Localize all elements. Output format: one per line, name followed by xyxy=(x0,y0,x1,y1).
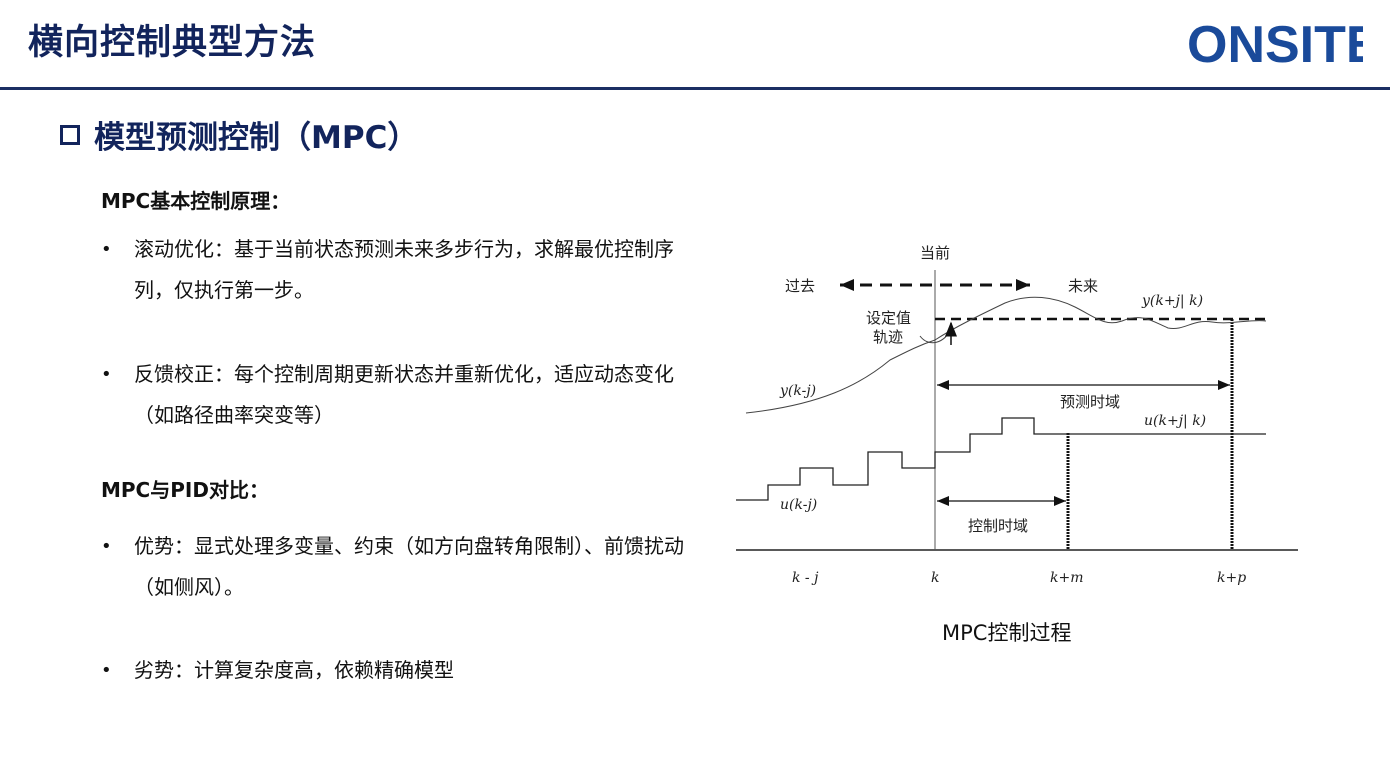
list-item-text: 优势：显式处理多变量、约束（如方向盘转角限制）、前馈扰动（如侧风）。 xyxy=(134,534,684,599)
arrow-left-icon xyxy=(840,279,854,291)
label-setpoint: 设定值 xyxy=(866,309,911,327)
tick-label: k xyxy=(931,570,939,586)
output-curve xyxy=(745,296,1267,414)
page-title: 横向控制典型方法 xyxy=(28,23,317,63)
section-heading: 模型预测控制（MPC） xyxy=(60,112,418,157)
list-item: • 反馈校正：每个控制周期更新状态并重新优化，适应动态变化（如路径曲率突变等） xyxy=(101,354,701,436)
label-prediction-horizon: 预测时域 xyxy=(1060,393,1120,411)
bullet-icon: • xyxy=(101,364,112,385)
label-trajectory: 轨迹 xyxy=(873,328,903,346)
list-item-text: 反馈校正：每个控制周期更新状态并重新优化，适应动态变化（如路径曲率突变等） xyxy=(134,362,674,427)
label-past: 过去 xyxy=(785,277,815,295)
list-item: • 劣势：计算复杂度高，依赖精确模型 xyxy=(101,650,701,691)
tick-label: k+p xyxy=(1217,570,1246,586)
label-u-past: u(k-j) xyxy=(780,497,817,513)
bullet-icon: • xyxy=(101,536,112,557)
list-item-text: 滚动优化：基于当前状态预测未来多步行为，求解最优控制序列，仅执行第一步。 xyxy=(134,237,674,302)
figure-caption: MPC控制过程 xyxy=(942,621,1072,645)
label-future: 未来 xyxy=(1068,277,1098,295)
list-item: • 滚动优化：基于当前状态预测未来多步行为，求解最优控制序列，仅执行第一步。 xyxy=(101,229,701,311)
list-item-text: 劣势：计算复杂度高，依赖精确模型 xyxy=(134,658,454,682)
onsite-logo: ONSITE xyxy=(1187,16,1363,74)
comparison-heading: MPC与PID对比： xyxy=(101,478,269,502)
arrow-right-icon xyxy=(1016,279,1030,291)
principles-heading: MPC基本控制原理： xyxy=(101,189,291,213)
list-item: • 优势：显式处理多变量、约束（如方向盘转角限制）、前馈扰动（如侧风）。 xyxy=(101,526,701,608)
section-title: 模型预测控制（MPC） xyxy=(94,120,419,156)
tick-label: k+m xyxy=(1050,570,1084,586)
label-u-pred: u(k+j| k) xyxy=(1144,413,1206,429)
control-input-staircase xyxy=(736,417,1266,501)
logo-text: ONSITE xyxy=(1187,16,1363,74)
bullet-icon: • xyxy=(101,660,112,681)
tick-label: k - j xyxy=(792,570,819,586)
bullet-icon: • xyxy=(101,239,112,260)
label-control-horizon: 控制时域 xyxy=(968,517,1028,535)
setpoint-leader xyxy=(919,326,953,344)
header-divider xyxy=(0,87,1390,90)
arrow-right-icon xyxy=(1218,380,1230,390)
arrow-left-icon xyxy=(937,496,949,506)
arrow-right-icon xyxy=(1054,496,1066,506)
label-y-pred: y(k+j| k) xyxy=(1141,293,1203,309)
mpc-diagram: 当前 过去 未来 设定值 轨迹 y(k+j| k) y(k-j) 预测时域 u(… xyxy=(736,244,1298,586)
label-now: 当前 xyxy=(920,244,950,262)
arrow-left-icon xyxy=(937,380,949,390)
label-y-past: y(k-j) xyxy=(779,383,816,399)
checkbox-square-icon xyxy=(60,124,80,145)
